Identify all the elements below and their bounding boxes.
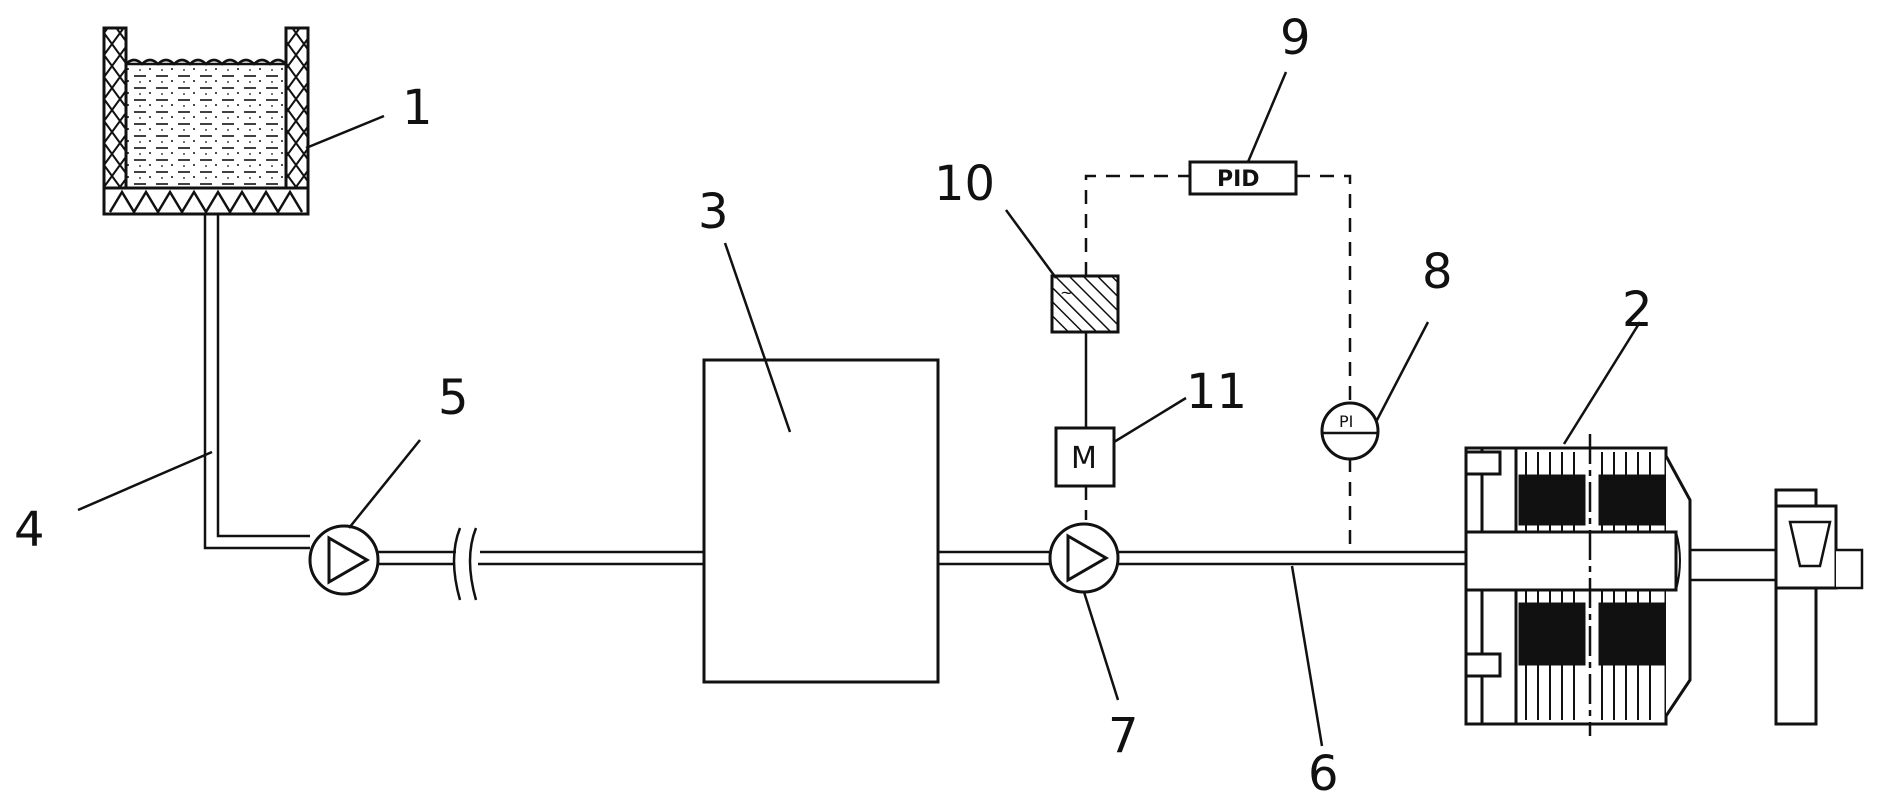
leader-5 [348,439,421,529]
pump-7 [1048,522,1120,594]
control-signal-lines [1084,174,1352,552]
leader-6 [1290,565,1324,747]
feed-pipe-6 [1118,550,1466,566]
label-7: 7 [1108,708,1139,764]
leader-4 [77,450,213,512]
pipe-to-box [378,527,704,601]
pressure-indicator: PI [1320,401,1380,461]
label-11: 11 [1186,364,1247,420]
leader-3 [723,242,792,433]
process-box-3 [702,358,940,684]
motor-label: M [1071,441,1097,476]
label-3: 3 [698,184,729,240]
converter-glyph: ~ [1060,283,1073,302]
pi-label: PI [1339,412,1353,431]
label-5: 5 [438,370,469,426]
label-10: 10 [934,156,995,212]
leader-8 [1374,321,1430,423]
leader-11 [1113,396,1187,444]
pump-5 [308,524,380,596]
label-9: 9 [1280,10,1311,66]
leader-1 [305,114,385,150]
leader-9 [1246,71,1288,163]
label-1: 1 [402,80,433,136]
leader-10 [1004,209,1058,279]
motor [1054,426,1116,488]
supply-pipe [203,214,310,550]
tank [102,26,310,216]
leader-7 [1082,591,1120,701]
pid-controller [1188,160,1298,196]
pid-label: PID [1217,167,1260,192]
label-8: 8 [1422,244,1453,300]
pipe-box-pump7 [938,550,1050,566]
label-2: 2 [1622,282,1653,338]
filter-press [1464,434,1864,736]
label-4: 4 [14,502,45,558]
leader-2 [1562,321,1642,445]
frequency-converter: ~ [1050,274,1120,334]
label-6: 6 [1308,746,1339,800]
